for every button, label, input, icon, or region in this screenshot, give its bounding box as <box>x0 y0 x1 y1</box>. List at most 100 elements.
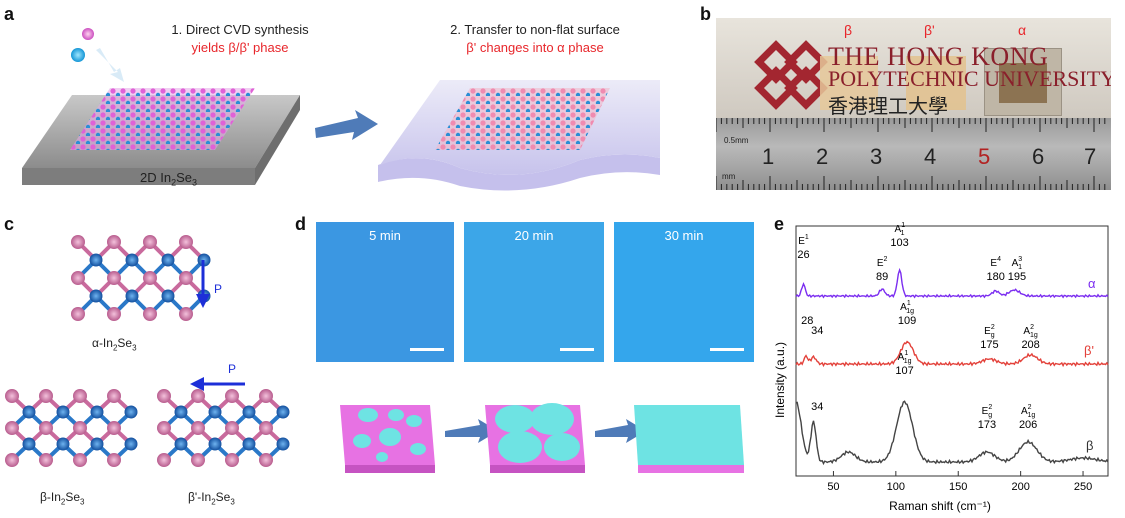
scale-bar <box>410 348 444 351</box>
islands-merged <box>495 403 580 463</box>
se-atom <box>179 307 193 321</box>
se-atom <box>143 235 157 249</box>
alpha-sample <box>984 48 1062 116</box>
transfer-arrow <box>315 110 378 140</box>
in-atom <box>89 253 103 267</box>
optical-image-20min: 20 min <box>464 222 604 362</box>
x-axis-label: Raman shift (cm⁻¹) <box>889 499 991 513</box>
polyu-logo-icon <box>754 40 828 110</box>
logo-text-line2: POLYTECHNIC UNIVERSITY <box>828 66 1111 91</box>
in-atom <box>276 405 290 419</box>
continuous-film <box>634 405 744 465</box>
panel-d-label: d <box>295 214 306 234</box>
step2-title: 2. Transfer to non-flat surface <box>450 22 620 37</box>
se-atom <box>107 307 121 321</box>
se-atom <box>259 421 273 435</box>
polarization-arrow-down <box>196 260 210 308</box>
ruler-num-7: 7 <box>1084 144 1097 169</box>
se-atom <box>39 421 53 435</box>
scale-bar <box>710 348 744 351</box>
se-atom <box>73 389 87 403</box>
se-atom <box>73 421 87 435</box>
se-atom <box>39 453 53 467</box>
peak-value-label: 34 <box>811 325 823 337</box>
legend-betap: β' <box>1084 343 1094 358</box>
se-atom <box>259 453 273 467</box>
logo-text-line1: THE HONG KONG <box>828 42 1049 71</box>
time-label-20min: 20 min <box>514 228 554 243</box>
time-label-30min: 30 min <box>664 228 704 243</box>
y-axis-label: Intensity (a.u.) <box>773 342 787 418</box>
betap-sample <box>906 56 966 110</box>
in-atom <box>174 405 188 419</box>
panel-a-schematic <box>22 28 660 191</box>
panel-e-label: e <box>774 214 785 234</box>
in-atom <box>125 253 139 267</box>
se-atom <box>107 389 121 403</box>
peak-mode-label: E2 <box>877 256 888 269</box>
se-atom <box>71 235 85 249</box>
legend-alpha: α <box>1088 276 1096 291</box>
in-atom <box>90 437 104 451</box>
peak-value-label: 107 <box>895 365 913 377</box>
growth-arrow-2 <box>595 419 646 443</box>
in-atom <box>174 437 188 451</box>
optical-image-30min: 30 min <box>614 222 754 362</box>
peak-value-label: 180 <box>987 271 1005 283</box>
time-label-5min: 5 min <box>369 228 401 243</box>
ruler-unit-small: 0.5mm <box>724 136 749 145</box>
substrate-label: 2D In2Se3 <box>140 170 198 188</box>
in-atom <box>56 437 70 451</box>
peak-value-label: 175 <box>980 339 998 351</box>
in-atom <box>56 405 70 419</box>
peak-value-label: 206 <box>1019 419 1037 431</box>
in-atom <box>208 405 222 419</box>
se-atom <box>71 271 85 285</box>
ruler <box>716 118 1111 190</box>
x-tick-label: 200 <box>1011 481 1029 493</box>
x-tick-label: 250 <box>1074 481 1092 493</box>
beta-in2se3-label: β-In2Se3 <box>40 490 85 507</box>
series-betap-line <box>795 340 1109 368</box>
alpha-in2se3-label: α-In2Se3 <box>92 336 137 353</box>
se-atom <box>73 453 87 467</box>
substrate-front <box>22 168 255 185</box>
ruler-num-5: 5 <box>978 144 991 169</box>
series-beta-line <box>795 400 1109 466</box>
precursor-se-atom <box>82 28 94 40</box>
in-atom <box>161 253 175 267</box>
se-atom <box>71 307 85 321</box>
in-atom <box>124 405 138 419</box>
se-atom <box>5 389 19 403</box>
photo-label-betap: β' <box>924 22 935 38</box>
se-atom <box>179 235 193 249</box>
peak-value-label: 26 <box>797 249 809 261</box>
se-atom <box>157 453 171 467</box>
betap-in2se3-label: β'-In2Se3 <box>188 490 235 507</box>
step2-subtitle: β' changes into α phase <box>466 40 604 55</box>
se-atom <box>107 271 121 285</box>
optical-image-5min: 5 min <box>316 222 454 362</box>
p-label-alpha: P <box>214 282 223 296</box>
beta-structure <box>5 389 138 467</box>
p-label-betap: P <box>228 362 237 376</box>
se-atom <box>225 389 239 403</box>
in-atom <box>89 289 103 303</box>
chart-frame <box>795 225 1109 477</box>
se-atom <box>143 307 157 321</box>
se-atom <box>191 421 205 435</box>
in-atom <box>242 405 256 419</box>
se-atom <box>179 271 193 285</box>
logo-chinese: 香港理工大學 <box>828 96 948 118</box>
islands-small <box>353 408 426 462</box>
peak-value-label: 173 <box>978 419 996 431</box>
ruler-ticks <box>716 118 1106 190</box>
se-atom <box>191 453 205 467</box>
